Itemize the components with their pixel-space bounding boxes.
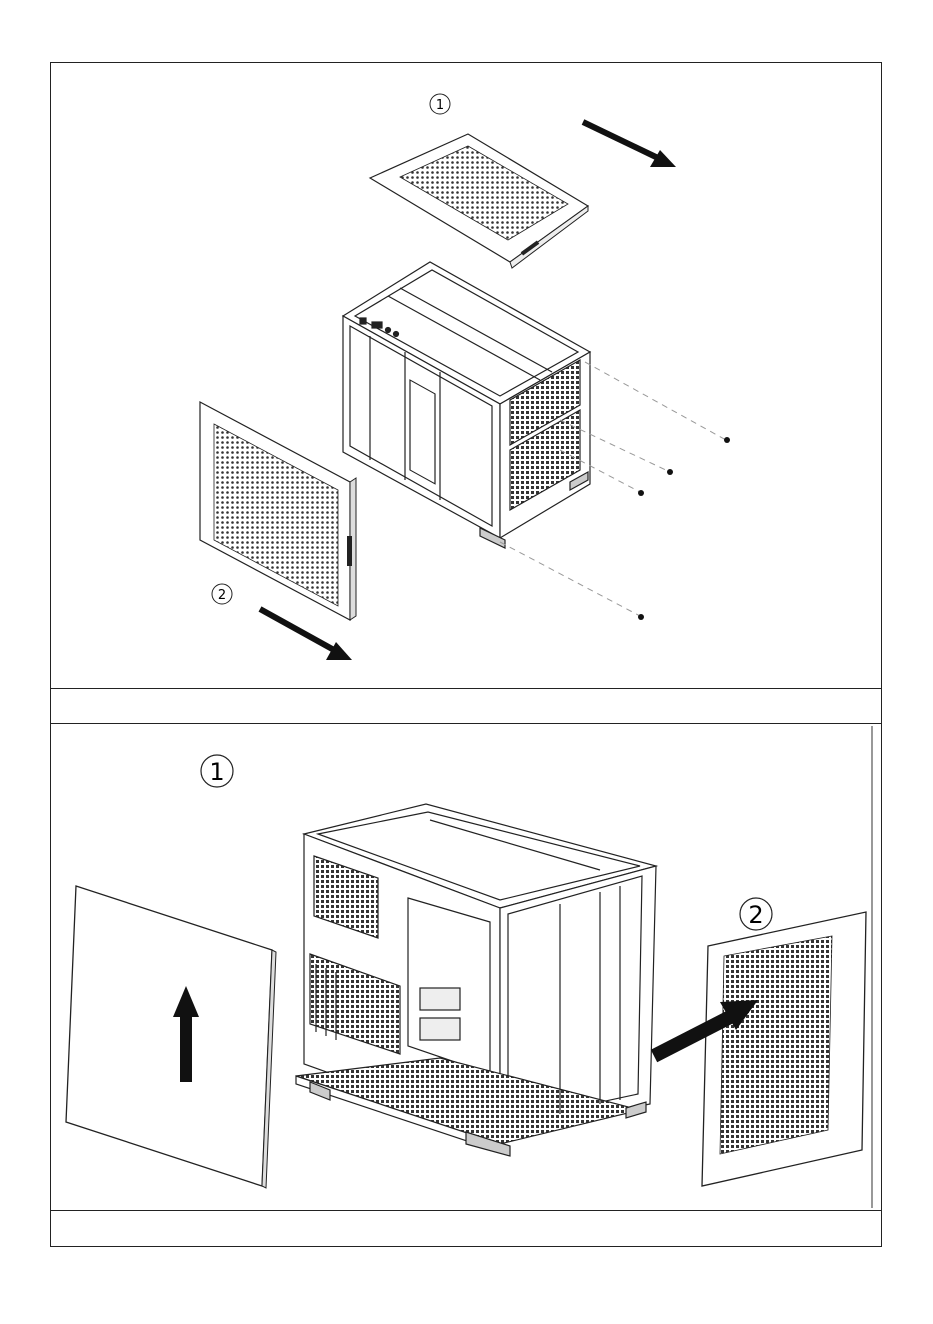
remove-side-panel-arrow [260, 609, 352, 660]
figure2-caption-row [50, 1210, 882, 1247]
callout-1-label: 1 [436, 98, 444, 113]
figure1-exploded-view: 1 [0, 0, 933, 688]
front-mesh-panel [702, 912, 866, 1186]
callout-2-marker-fig2: 2 [740, 898, 772, 930]
figure2-panel-removal-view: 1 [0, 724, 933, 1210]
callout-2-label: 2 [218, 588, 226, 603]
callout-1-marker: 1 [430, 94, 450, 114]
remove-top-panel-arrow [583, 122, 676, 167]
callout-2-marker: 2 [212, 584, 232, 604]
thumb-screws [638, 437, 730, 620]
figure1-caption-row [50, 688, 882, 724]
callout-2-label-fig2: 2 [748, 901, 763, 929]
glass-side-panel [66, 886, 276, 1188]
case-chassis [343, 262, 590, 548]
top-mesh-panel [370, 134, 588, 268]
case-chassis-fig2 [296, 804, 656, 1156]
lift-arrow-shaft [180, 1014, 192, 1082]
callout-1-label-fig2: 1 [209, 758, 224, 786]
callout-1-marker-fig2: 1 [201, 755, 233, 787]
